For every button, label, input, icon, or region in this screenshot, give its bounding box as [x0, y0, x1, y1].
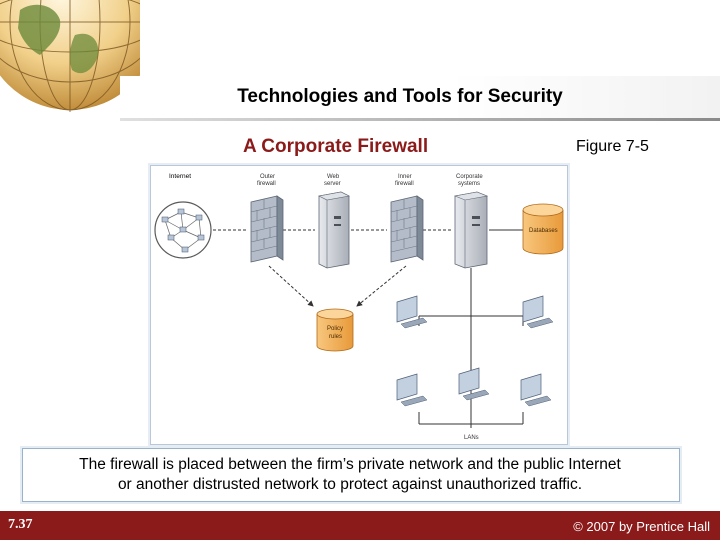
internet-label: Internet	[169, 173, 191, 180]
inner-firewall-icon	[390, 195, 424, 263]
copyright-text: © 2007 by Prentice Hall	[573, 519, 710, 534]
databases-label: Databases	[529, 228, 558, 234]
lan-computer-icon	[522, 295, 554, 329]
outer-firewall-icon	[250, 195, 284, 263]
web-server-icon	[318, 191, 350, 269]
inner-firewall-label-1: Inner	[398, 174, 412, 180]
lan-computer-icon	[396, 373, 428, 407]
lan-wiring	[418, 268, 524, 428]
lan-computer-icon	[396, 295, 428, 329]
corporate-systems-label-1: Corporate	[456, 174, 483, 180]
outer-firewall-label-2: firewall	[257, 181, 276, 187]
internet-icon	[154, 201, 212, 259]
caption-line-1: The firewall is placed between the firm’…	[79, 456, 621, 473]
web-server-label-1: Web	[327, 174, 340, 180]
web-server-label-2: server	[324, 181, 341, 187]
title-bar	[120, 76, 720, 120]
policy-rules-label-2: rules	[329, 334, 342, 340]
figure-label: Figure 7-5	[576, 138, 649, 155]
corporate-systems-label-2: systems	[458, 181, 480, 187]
footer-bar	[0, 511, 720, 540]
slide-title: Technologies and Tools for Security	[237, 86, 563, 107]
slide-subtitle: A Corporate Firewall	[243, 136, 429, 157]
caption-box	[22, 448, 680, 502]
slide-number: 7.37	[8, 517, 33, 532]
lan-computer-icon	[458, 367, 490, 401]
inner-firewall-label-2: firewall	[395, 181, 414, 187]
caption: The firewall is placed between the firm’…	[28, 455, 672, 495]
corporate-systems-icon	[453, 191, 489, 269]
arrow-outer-policy	[268, 265, 314, 307]
title-underline	[120, 118, 720, 121]
arrow-inner-policy	[356, 265, 407, 307]
corporate-firewall-diagram: Internet Outer firewall Web server Inner…	[150, 165, 568, 445]
database-icon	[522, 203, 564, 255]
outer-firewall-label-1: Outer	[260, 174, 275, 180]
policy-rules-icon	[316, 308, 354, 352]
caption-line-2: or another distrusted network to protect…	[117, 476, 583, 493]
lan-computer-icon	[520, 373, 552, 407]
lans-label: LANs	[464, 435, 479, 441]
policy-rules-label-1: Policy	[327, 326, 343, 332]
globe-logo	[0, 0, 140, 112]
